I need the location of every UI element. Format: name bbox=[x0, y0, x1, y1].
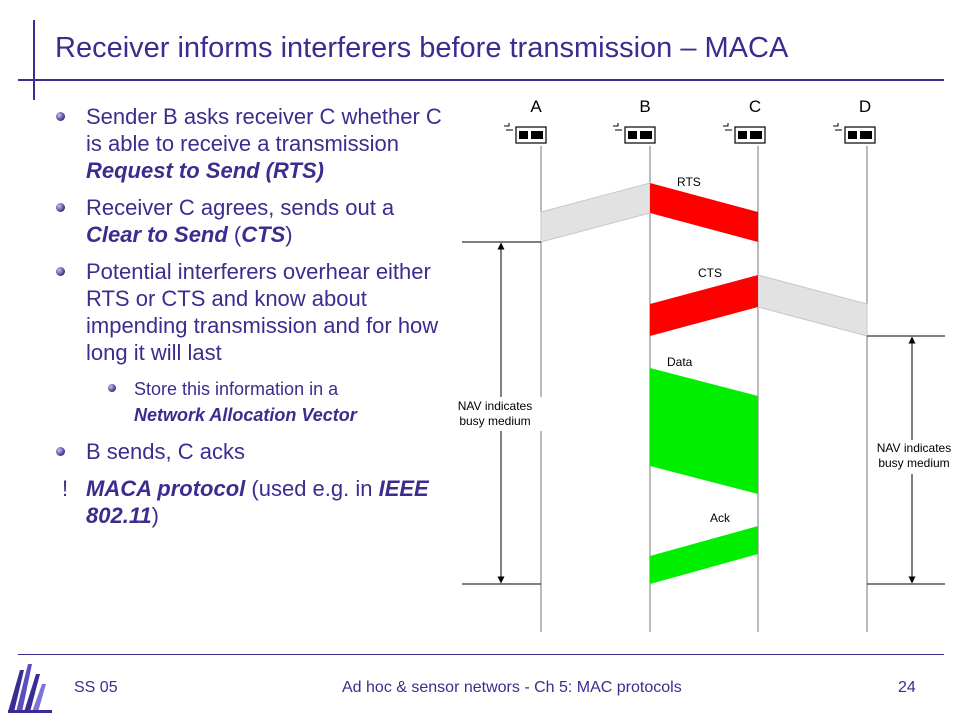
slide-content: Sender B asks receiver C whether C is ab… bbox=[50, 103, 450, 529]
station-label-b: B bbox=[639, 97, 650, 116]
footer-semester: SS 05 bbox=[74, 679, 118, 696]
data-label: Data bbox=[667, 355, 693, 369]
maca-note-mid: (used e.g. in bbox=[245, 476, 379, 501]
bullet-rts-emphasis: Request to Send (RTS) bbox=[86, 158, 324, 183]
nav-right-label-line2: busy medium bbox=[878, 456, 949, 470]
slide-title: Receiver informs interferers before tran… bbox=[55, 32, 789, 64]
bullet-cts-pre: Receiver C agrees, sends out a bbox=[86, 195, 395, 220]
university-logo-icon bbox=[8, 664, 52, 713]
bullet-sends-acks: B sends, C acks bbox=[50, 438, 450, 465]
sub-bullet-nav: Store this information in a Network Allo… bbox=[50, 376, 450, 428]
ack-frame bbox=[650, 526, 758, 584]
footer-horizontal-rule bbox=[18, 654, 944, 655]
cts-label: CTS bbox=[698, 266, 722, 280]
bullet-cts-emphasis-2: CTS bbox=[241, 222, 286, 247]
bullet-dot-icon bbox=[56, 267, 65, 276]
maca-note-bang: ! bbox=[62, 476, 69, 501]
maca-note-emphasis-1: MACA protocol bbox=[86, 476, 246, 501]
sub-bullet-emphasis: Network Allocation Vector bbox=[134, 405, 357, 425]
title-horizontal-rule bbox=[18, 79, 944, 81]
bullet-interferers-text: Potential interferers overhear either RT… bbox=[86, 259, 439, 365]
bullet-dot-icon bbox=[56, 112, 65, 121]
footer-page-number: 24 bbox=[898, 679, 916, 696]
maca-note-post: ) bbox=[151, 503, 159, 528]
station-label-d: D bbox=[859, 97, 871, 116]
laptop-icon bbox=[613, 123, 656, 144]
bullet-rts: Sender B asks receiver C whether C is ab… bbox=[50, 103, 450, 184]
title-vertical-rule bbox=[33, 20, 35, 100]
sub-bullet-text: Store this information in a bbox=[134, 379, 339, 399]
bullet-rts-text: Sender B asks receiver C whether C is ab… bbox=[86, 104, 442, 156]
ack-label: Ack bbox=[710, 511, 731, 525]
bullet-cts-emphasis-1: Clear to Send bbox=[86, 222, 228, 247]
station-label-c: C bbox=[749, 97, 761, 116]
data-frame bbox=[650, 368, 758, 494]
nav-left-label-line2: busy medium bbox=[459, 414, 530, 428]
footer-course-title: Ad hoc & sensor networs - Ch 5: MAC prot… bbox=[342, 679, 682, 696]
laptop-icon bbox=[504, 123, 547, 144]
station-label-a: A bbox=[530, 97, 542, 116]
nav-right-label-line1: NAV indicates bbox=[877, 441, 951, 455]
maca-note: ! MACA protocol (used e.g. in IEEE 802.1… bbox=[50, 475, 450, 529]
rts-frame bbox=[650, 183, 758, 242]
nav-left-label-line1: NAV indicates bbox=[458, 399, 532, 413]
maca-note-emphasis-2: IEEE 802.11 bbox=[86, 476, 429, 528]
bullet-dot-icon bbox=[56, 203, 65, 212]
cts-overheard-band bbox=[757, 274, 868, 337]
bullet-interferers: Potential interferers overhear either RT… bbox=[50, 258, 450, 366]
bullet-dot-icon bbox=[56, 447, 65, 456]
bullet-cts-mid: ( bbox=[227, 222, 242, 247]
cts-frame bbox=[650, 275, 758, 336]
bullet-cts: Receiver C agrees, sends out a Clear to … bbox=[50, 194, 450, 248]
bullet-sends-acks-text: B sends, C acks bbox=[86, 439, 245, 464]
maca-timing-diagram: A B C D RTS CTS Data Ack N bbox=[452, 97, 960, 632]
rts-overheard-band bbox=[540, 182, 651, 243]
sub-bullet-dot-icon bbox=[108, 384, 116, 392]
rts-label: RTS bbox=[677, 175, 701, 189]
laptop-icon bbox=[833, 123, 876, 144]
bullet-cts-post: ) bbox=[285, 222, 293, 247]
laptop-icon bbox=[723, 123, 766, 144]
